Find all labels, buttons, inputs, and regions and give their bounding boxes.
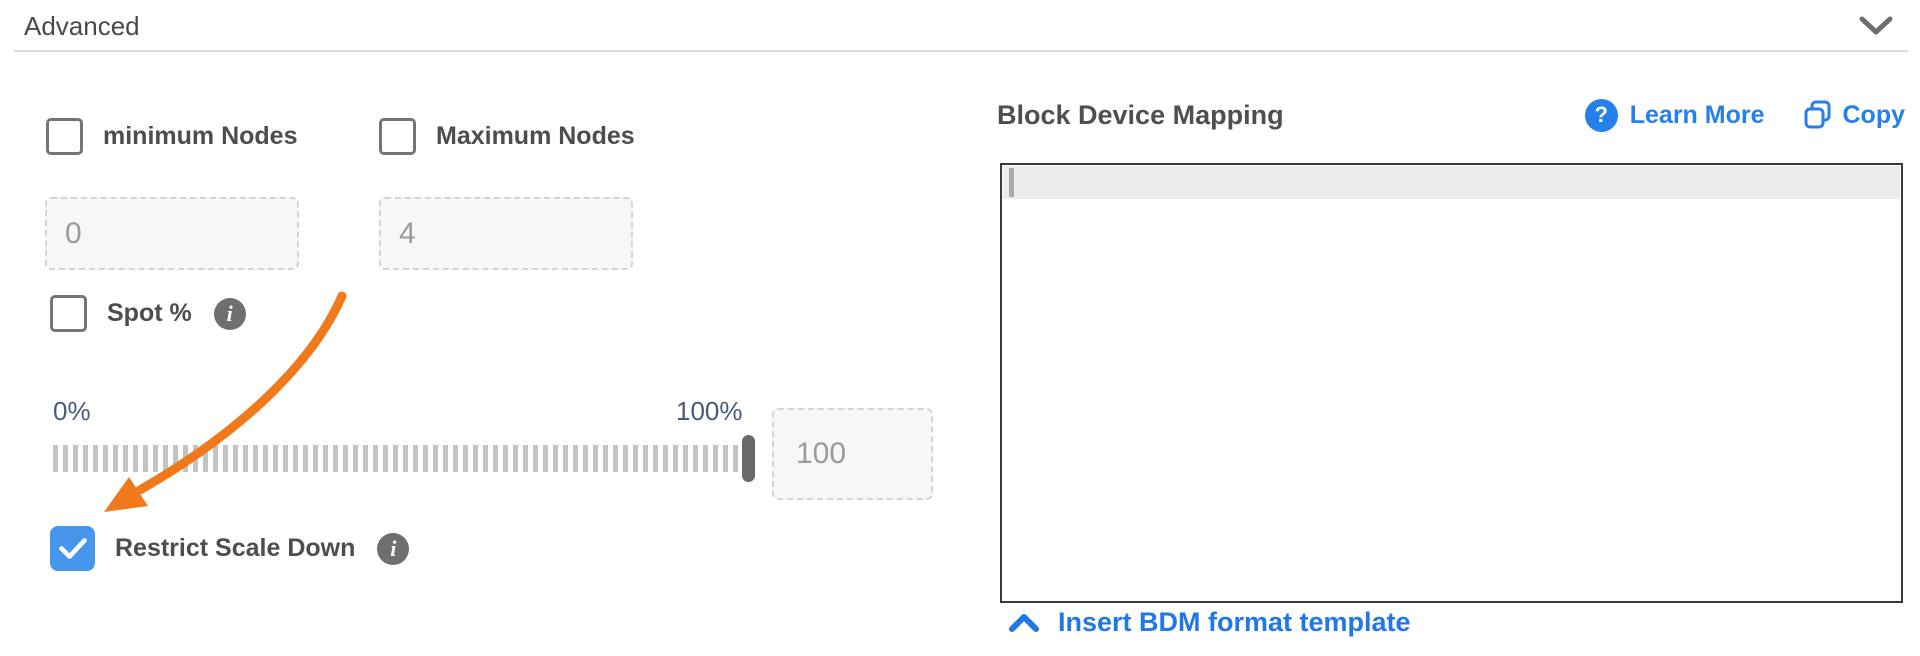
max-nodes-row: Maximum Nodes — [379, 118, 635, 155]
slider-max-label: 100% — [676, 396, 743, 426]
insert-bdm-template-label: Insert BDM format template — [1058, 607, 1411, 637]
max-nodes-label: Maximum Nodes — [436, 122, 635, 150]
chevron-down-icon[interactable] — [1858, 14, 1894, 38]
min-nodes-checkbox[interactable] — [46, 118, 83, 155]
spot-info-icon[interactable]: i — [213, 297, 246, 330]
learn-more-label: Learn More — [1629, 100, 1765, 129]
bdm-title: Block Device Mapping — [997, 99, 1284, 130]
restrict-scale-down-row: Restrict Scale Down i — [50, 526, 410, 571]
insert-bdm-template-link[interactable]: Insert BDM format template — [1008, 607, 1411, 638]
editor-cursor — [1009, 168, 1014, 197]
min-nodes-row: minimum Nodes — [46, 118, 297, 155]
section-header: Advanced — [24, 6, 1894, 46]
section-divider — [14, 50, 1908, 52]
spot-checkbox[interactable] — [50, 295, 87, 332]
spot-percentage-slider[interactable] — [53, 435, 755, 482]
copy-button[interactable]: Copy — [1803, 99, 1906, 131]
slider-handle[interactable] — [742, 435, 755, 482]
restrict-info-icon[interactable]: i — [377, 532, 410, 565]
section-title: Advanced — [24, 10, 140, 41]
max-nodes-checkbox[interactable] — [379, 118, 416, 155]
help-icon: ? — [1584, 98, 1618, 132]
spot-row: Spot % i — [50, 295, 246, 332]
spot-percentage-input[interactable] — [772, 408, 933, 500]
min-nodes-label: minimum Nodes — [103, 122, 298, 150]
editor-active-line — [1003, 166, 1900, 199]
copy-icon — [1803, 99, 1833, 131]
bdm-header: Block Device Mapping ? Learn More Copy — [997, 88, 1905, 142]
restrict-scale-down-label: Restrict Scale Down — [115, 534, 356, 562]
learn-more-link[interactable]: ? Learn More — [1584, 98, 1765, 132]
restrict-scale-down-checkbox[interactable] — [50, 526, 95, 571]
copy-label: Copy — [1842, 100, 1906, 129]
max-nodes-input[interactable] — [379, 197, 633, 270]
spot-label: Spot % — [107, 299, 192, 327]
slider-min-label: 0% — [53, 396, 91, 426]
bdm-editor[interactable] — [1000, 163, 1903, 603]
chevron-up-icon — [1008, 612, 1040, 634]
min-nodes-input[interactable] — [45, 197, 299, 270]
